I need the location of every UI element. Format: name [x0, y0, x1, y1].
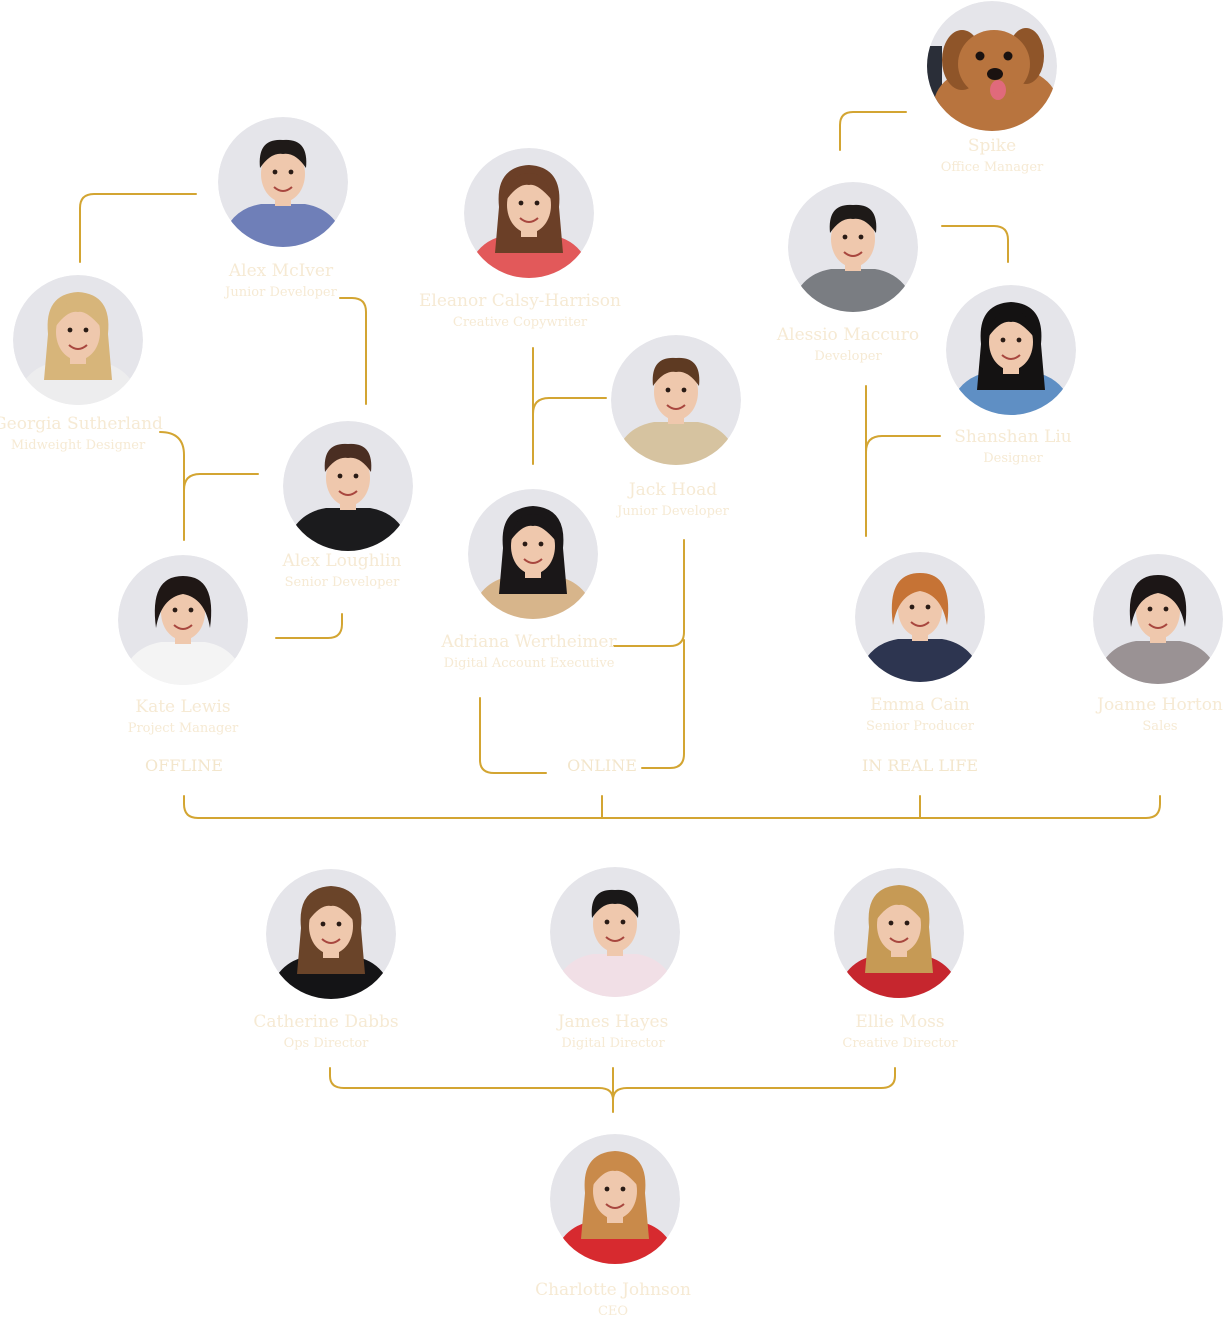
- portrait-photo: [1093, 554, 1223, 684]
- person-name: Adriana Wertheimer: [440, 632, 617, 652]
- person-name: Ellie Moss: [855, 1012, 944, 1032]
- connector-loughlin-kate: [275, 613, 343, 639]
- connector-spike: [839, 111, 907, 151]
- person-role: Junior Developer: [223, 285, 337, 300]
- person-role: Senior Developer: [285, 575, 400, 590]
- person-name: Shanshan Liu: [954, 427, 1072, 447]
- person-role: Designer: [983, 451, 1043, 466]
- connector-adriana-online: [479, 697, 547, 774]
- connector-jack-branch: [532, 397, 607, 415]
- portrait-photo: [283, 421, 413, 551]
- portrait-photo: [550, 1134, 680, 1264]
- person-name: Charlotte Johnson: [535, 1280, 691, 1300]
- connector-alex-mciver-georgia: [79, 193, 197, 263]
- connector-jack-online: [641, 639, 685, 769]
- person-name: Emma Cain: [870, 695, 970, 715]
- person-role: Office Manager: [941, 160, 1044, 175]
- portrait-photo: [118, 555, 248, 685]
- person-name: Catherine Dabbs: [253, 1012, 398, 1032]
- person-name: Jack Hoad: [627, 480, 717, 500]
- person-role: Developer: [814, 349, 882, 364]
- portrait-photo: [834, 868, 964, 998]
- connector-jack-adriana: [613, 539, 685, 647]
- portrait-photo: [946, 285, 1076, 415]
- portrait-photo: [855, 552, 985, 682]
- person-name: James Hayes: [556, 1012, 669, 1032]
- connector-alex-mciver-loughlin: [339, 297, 367, 405]
- connector-loughlin-branch: [183, 473, 259, 491]
- person-role: Creative Copywriter: [453, 315, 588, 330]
- person-role: Digital Director: [561, 1036, 665, 1051]
- person-name: Georgia Sutherland: [0, 414, 163, 434]
- person-role: Creative Director: [842, 1036, 958, 1051]
- person-role: CEO: [598, 1304, 628, 1319]
- portrait-photo: [550, 867, 680, 997]
- connector-lines: [79, 111, 1161, 1113]
- person-name: Spike: [968, 136, 1016, 156]
- person-role: Ops Director: [284, 1036, 370, 1051]
- portrait-photo: [218, 117, 348, 247]
- person-name: Alex McIver: [228, 261, 334, 281]
- connector-alessio-shanshan: [941, 225, 1009, 263]
- portrait-photo: [266, 869, 396, 999]
- person-role: Sales: [1142, 719, 1177, 734]
- portrait-photo: [611, 335, 741, 465]
- group-label-online: ONLINE: [567, 756, 637, 775]
- group-label-in-real-life: IN REAL LIFE: [862, 756, 978, 775]
- person-role: Digital Account Executive: [444, 656, 615, 671]
- person-name: Alessio Maccuro: [776, 325, 919, 345]
- person-role: Senior Producer: [866, 719, 975, 734]
- portrait-photo: [788, 182, 918, 312]
- person-role: Junior Developer: [615, 504, 729, 519]
- person-name: Kate Lewis: [135, 697, 230, 717]
- person-name: Joanne Horton: [1095, 695, 1223, 715]
- connector-shanshan-branch: [865, 435, 941, 453]
- connector-georgia-kate: [159, 431, 185, 541]
- connector-groups-bar: [183, 795, 1161, 819]
- portrait-photo: [464, 148, 594, 278]
- group-label-offline: OFFLINE: [145, 756, 223, 775]
- portrait-photo: [13, 275, 143, 405]
- portrait-photo: [927, 1, 1057, 131]
- portrait-photo: [468, 489, 598, 619]
- person-role: Midweight Designer: [11, 438, 146, 453]
- person-name: Eleanor Calsy-Harrison: [419, 291, 621, 311]
- person-name: Alex Loughlin: [282, 551, 402, 571]
- group-labels: OFFLINE ONLINE IN REAL LIFE: [145, 756, 978, 775]
- person-role: Project Manager: [128, 721, 239, 736]
